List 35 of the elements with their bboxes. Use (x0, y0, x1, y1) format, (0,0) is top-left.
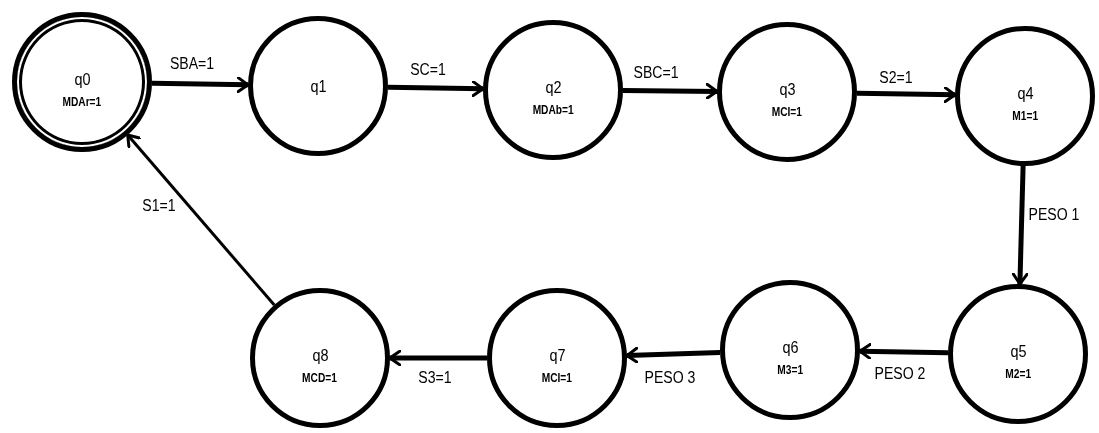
edge-label: PESO 2 (873, 366, 927, 382)
arrow (1011, 165, 1029, 286)
state-name: q6 (781, 338, 799, 356)
state-output: MCI=1 (541, 371, 573, 384)
arrow (623, 82, 719, 100)
edge-label: SBC=1 (632, 65, 680, 81)
arrow (388, 349, 487, 367)
state-name: q5 (1009, 342, 1027, 360)
edge-label: S1=1 (141, 198, 177, 214)
edge-label: SBA=1 (169, 56, 215, 72)
arrow (387, 80, 485, 98)
state-output: M3=1 (777, 363, 803, 376)
state-output: M2=1 (1005, 367, 1031, 380)
edge-label: SC=1 (408, 62, 447, 78)
state-name: q2 (544, 78, 562, 96)
state-name: q8 (311, 346, 329, 364)
edge-label: S2=1 (878, 70, 914, 86)
arrow (858, 342, 949, 360)
state-output: MCD=1 (302, 371, 338, 384)
arrow (126, 133, 276, 306)
state-name: q0 (73, 70, 91, 88)
state-name: q7 (548, 346, 566, 364)
arrow (151, 76, 250, 94)
state-output: MCI=1 (771, 105, 803, 118)
state-name: q4 (1016, 84, 1034, 102)
state-output: MDAb=1 (532, 103, 574, 116)
state-name: q3 (778, 80, 796, 98)
state-name: q1 (309, 77, 327, 95)
arrow (625, 346, 721, 364)
arrow (856, 86, 957, 104)
state-output: MDAr=1 (62, 95, 102, 108)
edge-label: PESO 3 (643, 370, 696, 386)
edge-label: PESO 1 (1027, 207, 1080, 223)
state-output: M1=1 (1012, 109, 1038, 122)
edge-label: S3=1 (417, 370, 452, 386)
